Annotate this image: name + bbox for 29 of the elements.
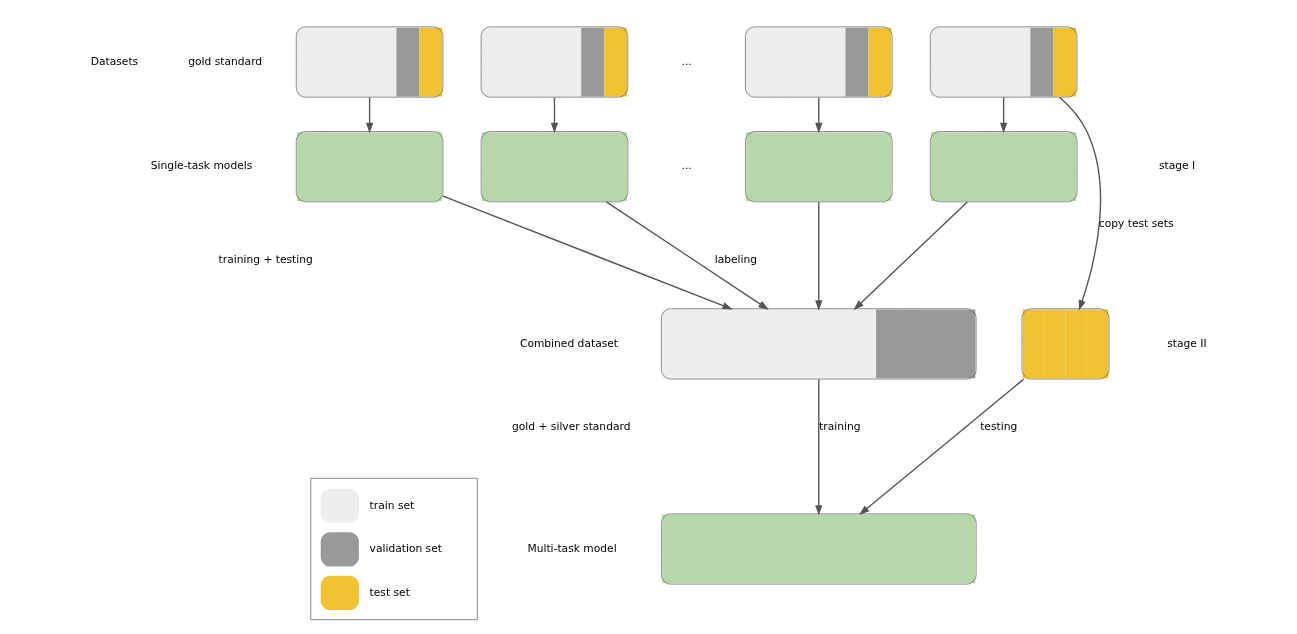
label: gold + silver standard (511, 419, 630, 433)
arrow (550, 96, 558, 134)
label: Combined dataset (519, 336, 618, 350)
arrow (1058, 96, 1101, 311)
label: gold standard (187, 54, 262, 68)
arrow (441, 195, 733, 310)
arrow (605, 201, 769, 310)
label: stage I (1158, 159, 1195, 173)
label: Single-task models (150, 159, 252, 173)
label: stage II (1166, 336, 1207, 350)
edge-label: copy test sets (1098, 217, 1174, 231)
arrow (814, 96, 822, 134)
label: Multi-task model (526, 541, 617, 555)
arrow (814, 378, 822, 516)
label: Datasets (90, 54, 138, 68)
arrow (852, 201, 968, 311)
arrow (999, 96, 1007, 134)
edge-label: labeling (714, 253, 757, 267)
edge-label: training (818, 419, 860, 433)
label: training + testing (218, 253, 313, 267)
arrow (814, 201, 822, 311)
arrow (365, 96, 373, 134)
label: ... (681, 159, 692, 173)
legend-label: train set (369, 498, 414, 512)
legend-label: validation set (369, 542, 442, 556)
legend-label: test set (369, 585, 410, 599)
label: ... (681, 54, 692, 68)
edge-label: testing (979, 419, 1017, 433)
arrow (858, 378, 1024, 515)
